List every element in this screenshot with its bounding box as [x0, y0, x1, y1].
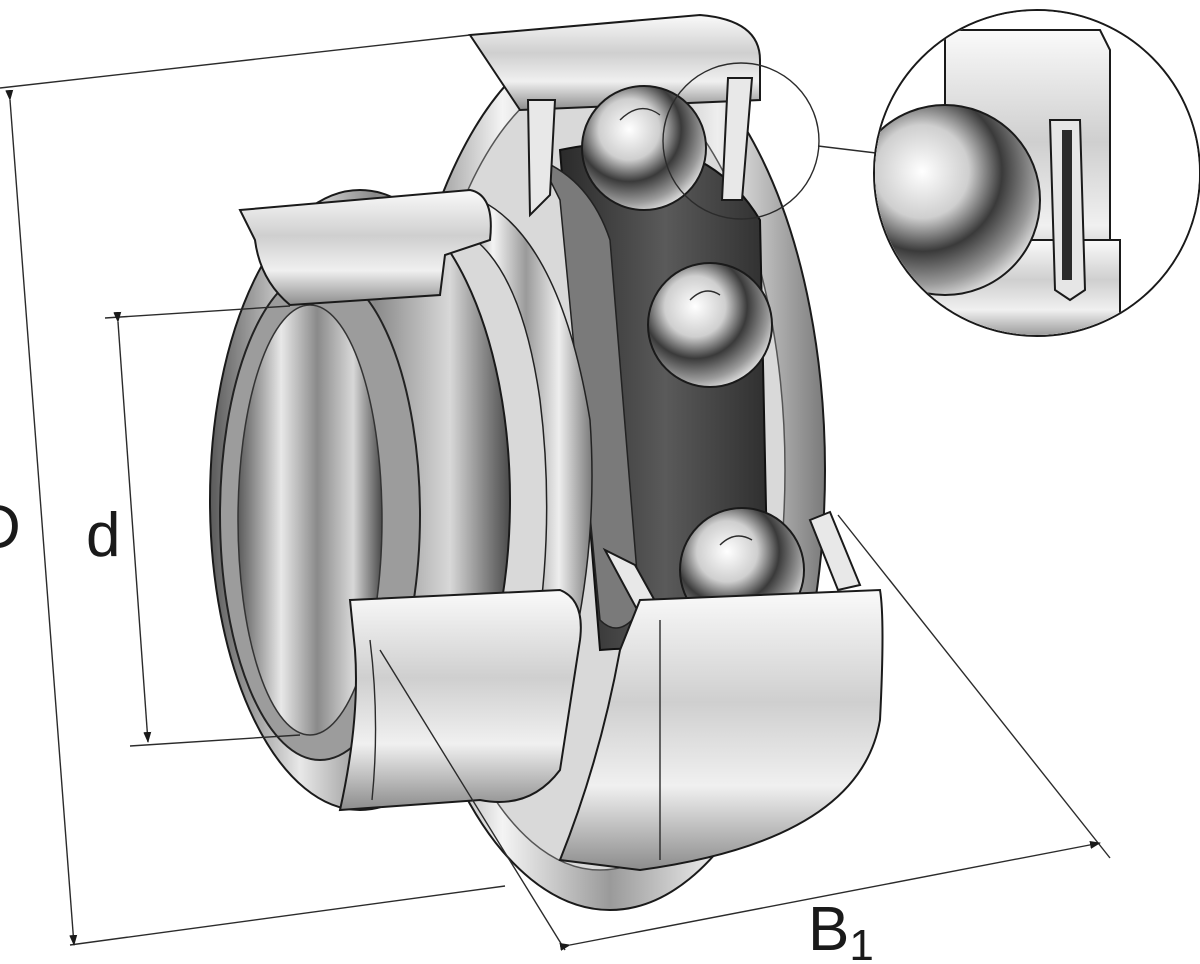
dimension-d-outer: [0, 34, 506, 946]
inner-ring-bottom-block: [338, 588, 582, 812]
ball-middle: [647, 262, 773, 388]
detail-source-circle: [662, 62, 877, 220]
dimension-b1: [379, 514, 1111, 951]
label-outer-diameter: D: [0, 493, 21, 562]
detail-zoom-view: [873, 9, 1200, 337]
inner-ring-top-block: [238, 188, 492, 307]
ball-top: [581, 85, 707, 211]
outer-ring-section: [558, 588, 884, 872]
label-width-main: B: [808, 895, 849, 964]
label-width-sub: 1: [849, 921, 873, 964]
label-width: B1: [808, 895, 874, 964]
dimension-d-bore: [104, 305, 301, 747]
seal-top: [526, 77, 754, 218]
label-bore-diameter: d: [86, 501, 120, 570]
